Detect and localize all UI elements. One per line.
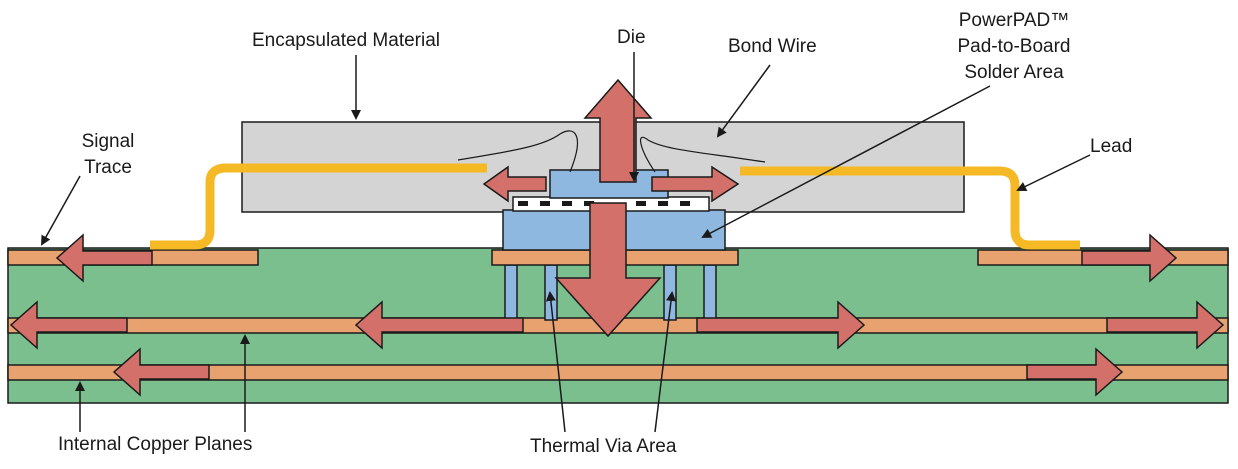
label-internal-copper-planes: Internal Copper Planes <box>58 434 252 455</box>
bond-wire-right <box>639 137 766 173</box>
label-signal-trace-1: Signal <box>82 131 135 152</box>
heat-arrow-plane2-right <box>1026 347 1124 397</box>
thermal-via-4 <box>703 264 717 321</box>
internal-copper-plane-2 <box>7 364 1229 381</box>
label-powerpad-2: Pad-to-Board <box>957 36 1070 57</box>
label-powerpad-3: Solder Area <box>964 62 1064 83</box>
label-die: Die <box>617 27 646 48</box>
heat-arrow-plane1-left <box>354 300 524 350</box>
heat-arrow-down <box>554 202 662 338</box>
thermal-via-1 <box>504 264 518 321</box>
leader-signal-trace <box>41 175 81 246</box>
bond-wire-left <box>457 130 579 173</box>
label-bond-wire: Bond Wire <box>728 36 817 57</box>
heat-arrow-plane2-left <box>112 347 210 397</box>
label-signal-trace-2: Trace <box>84 157 132 178</box>
heat-arrow-plane1-far-left <box>9 300 128 350</box>
heat-arrows <box>9 78 1225 397</box>
leader-lines <box>41 52 1091 433</box>
label-thermal-via-area: Thermal Via Area <box>530 436 677 457</box>
lead-left <box>150 163 487 250</box>
leader-via-right <box>654 291 676 433</box>
heat-arrow-trace-right <box>1081 233 1178 283</box>
label-lead: Lead <box>1090 136 1132 157</box>
heat-arrow-plane1-right <box>696 300 866 350</box>
leader-bond-wire <box>716 64 771 138</box>
label-powerpad-1: PowerPAD™ <box>959 10 1070 31</box>
leader-lead <box>1016 154 1091 191</box>
leader-powerpad <box>701 85 991 238</box>
heat-arrow-die-right <box>651 165 740 203</box>
heat-arrow-trace-left <box>55 233 153 283</box>
label-encapsulated-material: Encapsulated Material <box>252 30 440 51</box>
thermal-via-2 <box>544 264 558 321</box>
die-attach-pattern <box>518 201 690 206</box>
heat-arrow-die-left <box>482 165 547 203</box>
lead-right <box>740 166 1080 250</box>
leader-via-left <box>545 291 566 433</box>
heat-arrow-plane1-far-right <box>1106 300 1225 350</box>
